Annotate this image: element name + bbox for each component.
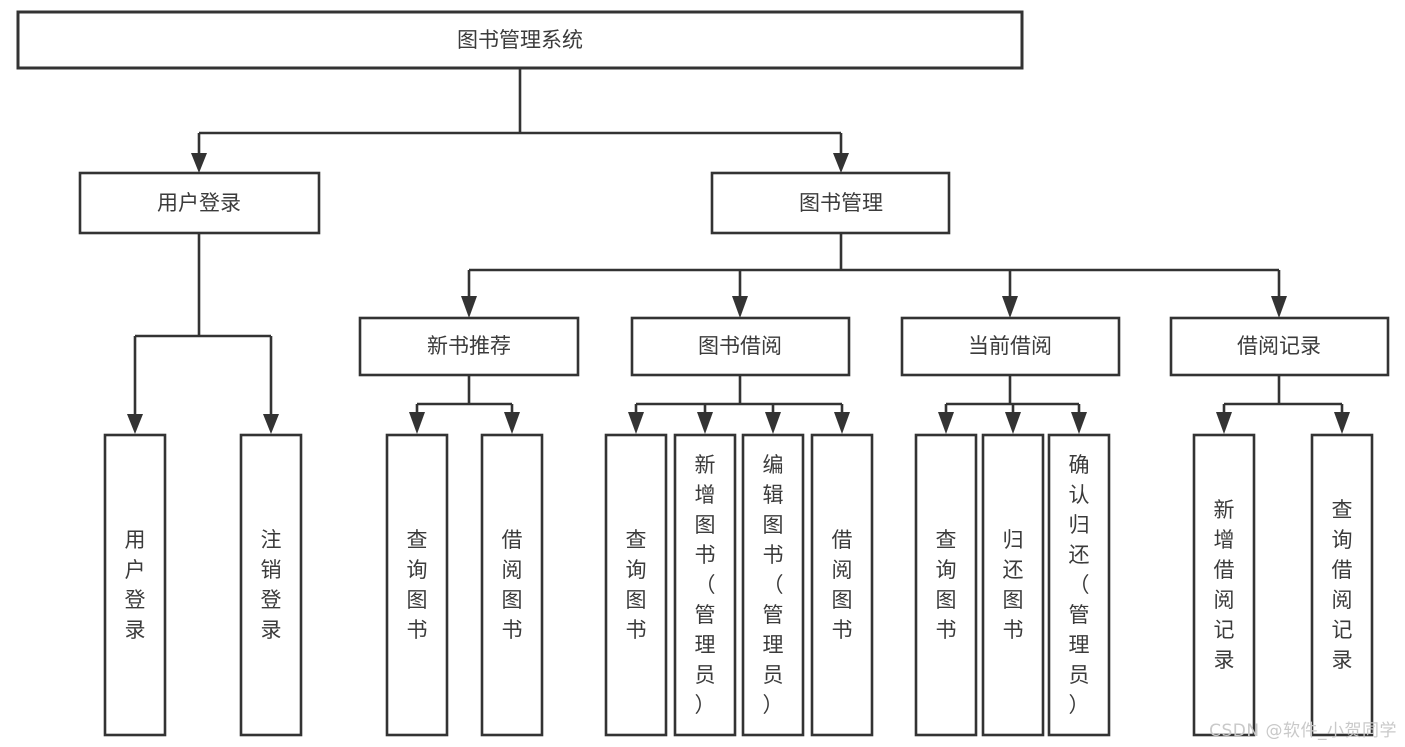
node-leaf-add-book[interactable]: 新增图书（管理员） [673, 433, 737, 737]
node-leaf-query-book-3-box[interactable] [914, 433, 978, 737]
arrow-to-leaf-query-record [1334, 412, 1350, 434]
arrow-to-leaf-query-book-1 [409, 412, 425, 434]
node-leaf-edit-book-box[interactable] [741, 433, 805, 737]
node-leaf-query-book-1-box[interactable] [385, 433, 449, 737]
node-book-borrow-label: 图书借阅 [698, 334, 782, 358]
arrow-to-leaf-return-book [1005, 412, 1021, 434]
node-leaf-logout-login[interactable]: 注销登录 [239, 433, 303, 737]
node-leaf-return-book-box[interactable] [981, 433, 1045, 737]
node-book-management-box[interactable] [710, 171, 951, 235]
node-leaf-confirm-return-label: 确认归还（管理员） [1069, 453, 1090, 717]
node-leaf-query-record[interactable]: 查询借阅记录 [1310, 433, 1374, 737]
node-leaf-borrow-book-1[interactable]: 借阅图书 [480, 433, 544, 737]
arrow-to-leaf-edit-book [765, 412, 781, 434]
node-root[interactable]: 图书管理系统 [16, 10, 1024, 70]
node-leaf-user-login-label: 用户登录 [125, 528, 146, 642]
node-leaf-query-book-2-label: 查询图书 [626, 528, 647, 642]
node-root-box[interactable] [16, 10, 1024, 70]
node-current-borrow[interactable]: 当前借阅 [900, 316, 1121, 377]
arrow-to-leaf-query-book-3 [938, 412, 954, 434]
arrow-to-leaf-user-login [127, 414, 143, 434]
node-leaf-logout-login-box[interactable] [239, 433, 303, 737]
node-leaf-query-book-1[interactable]: 查询图书 [385, 433, 449, 737]
node-leaf-add-record-label: 新增借阅记录 [1214, 498, 1235, 672]
arrow-to-leaf-borrow-book-1 [504, 412, 520, 434]
arrow-to-leaf-logout-login [263, 414, 279, 434]
arrow-to-borrow-record [1271, 296, 1287, 318]
node-leaf-user-login-box[interactable] [103, 433, 167, 737]
node-leaf-query-book-3[interactable]: 查询图书 [914, 433, 978, 737]
node-new-book-recommend-label: 新书推荐 [427, 334, 511, 358]
node-book-borrow-box[interactable] [630, 316, 851, 377]
node-leaf-edit-book-label: 编辑图书（管理员） [763, 453, 784, 717]
node-leaf-borrow-book-1-label: 借阅图书 [502, 528, 523, 642]
node-user-login[interactable]: 用户登录 [78, 171, 321, 235]
node-leaf-query-book-1-label: 查询图书 [407, 528, 428, 642]
node-leaf-return-book-label: 归还图书 [1003, 528, 1024, 642]
arrow-to-book-borrow [732, 296, 748, 318]
arrow-to-leaf-add-record [1216, 412, 1232, 434]
arrow-to-leaf-confirm-return [1071, 412, 1087, 434]
node-borrow-record-box[interactable] [1169, 316, 1390, 377]
node-leaf-user-login[interactable]: 用户登录 [103, 433, 167, 737]
node-book-borrow[interactable]: 图书借阅 [630, 316, 851, 377]
node-book-management[interactable]: 图书管理 [710, 171, 951, 235]
arrow-to-current-borrow [1002, 296, 1018, 318]
node-leaf-confirm-return[interactable]: 确认归还（管理员） [1047, 433, 1111, 737]
node-leaf-query-book-3-label: 查询图书 [936, 528, 957, 642]
node-leaf-borrow-book-2-label: 借阅图书 [832, 528, 853, 642]
node-leaf-query-book-2-box[interactable] [604, 433, 668, 737]
node-new-book-recommend[interactable]: 新书推荐 [358, 316, 580, 377]
node-borrow-record[interactable]: 借阅记录 [1169, 316, 1390, 377]
node-book-management-label: 图书管理 [799, 191, 883, 215]
node-current-borrow-label: 当前借阅 [968, 334, 1052, 358]
node-user-login-label: 用户登录 [157, 191, 241, 215]
node-leaf-query-book-2[interactable]: 查询图书 [604, 433, 668, 737]
node-user-login-box[interactable] [78, 171, 321, 235]
node-leaf-borrow-book-2[interactable]: 借阅图书 [810, 433, 874, 737]
node-leaf-edit-book[interactable]: 编辑图书（管理员） [741, 433, 805, 737]
node-current-borrow-box[interactable] [900, 316, 1121, 377]
arrow-to-new-book-recommend [461, 296, 477, 318]
arrow-to-user-login [191, 153, 207, 173]
arrow-to-leaf-query-book-2 [628, 412, 644, 434]
node-leaf-return-book[interactable]: 归还图书 [981, 433, 1045, 737]
node-leaf-add-record[interactable]: 新增借阅记录 [1192, 433, 1256, 737]
node-root-label: 图书管理系统 [457, 28, 583, 52]
node-leaf-add-book-box[interactable] [673, 433, 737, 737]
edge-layer [127, 68, 1350, 434]
arrow-to-leaf-borrow-book-2 [834, 412, 850, 434]
arrow-to-book-management [833, 153, 849, 173]
node-leaf-borrow-book-2-box[interactable] [810, 433, 874, 737]
node-leaf-add-record-box[interactable] [1192, 433, 1256, 737]
node-leaf-query-record-label: 查询借阅记录 [1332, 498, 1353, 672]
node-leaf-logout-login-label: 注销登录 [261, 528, 282, 642]
node-borrow-record-label: 借阅记录 [1237, 334, 1321, 358]
node-leaf-confirm-return-box[interactable] [1047, 433, 1111, 737]
node-leaf-query-record-box[interactable] [1310, 433, 1374, 737]
node-new-book-recommend-box[interactable] [358, 316, 580, 377]
node-leaf-borrow-book-1-box[interactable] [480, 433, 544, 737]
arrow-to-leaf-add-book [697, 412, 713, 434]
node-leaf-add-book-label: 新增图书（管理员） [695, 453, 716, 717]
